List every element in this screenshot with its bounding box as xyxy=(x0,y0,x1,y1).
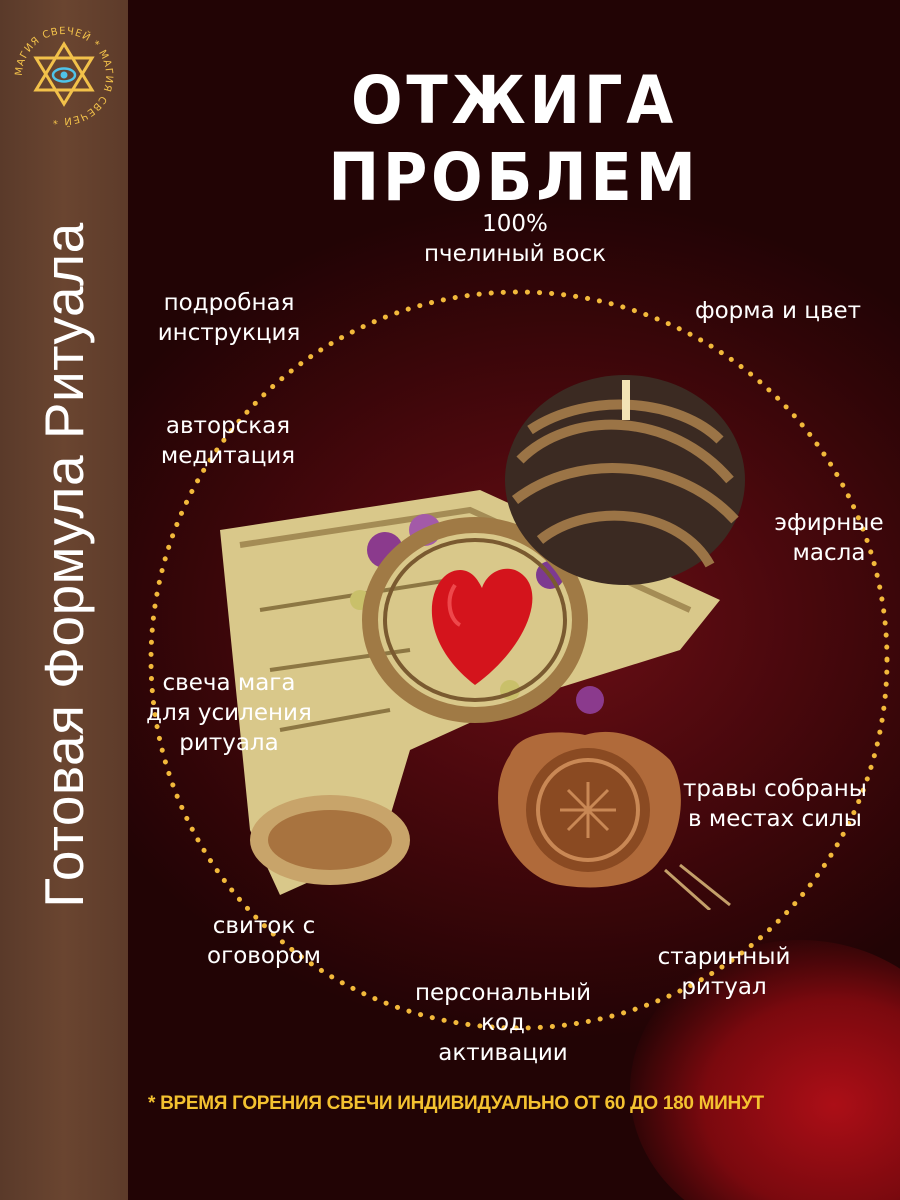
feature-scroll-line2: оговором xyxy=(207,943,321,969)
feature-beeswax-line2: пчелиный воск xyxy=(423,241,607,267)
feature-activation-code-line3: активации xyxy=(438,1040,568,1066)
feature-mage-candle-line3: ритуала xyxy=(179,730,279,756)
feature-form-color: форма и цвет xyxy=(695,296,861,326)
feature-mage-candle-line2: для усиления xyxy=(146,700,312,726)
feature-herbs-line2: в местах силы xyxy=(688,806,862,832)
star-of-david-eye-icon xyxy=(33,41,95,107)
feature-oils-line2: масла xyxy=(792,540,866,566)
logo-badge: МАГИЯ СВЕЧЕЙ * МАГИЯ СВЕЧЕЙ * xyxy=(14,26,113,128)
feature-mage-candle-line1: свеча мага xyxy=(162,670,296,696)
feature-beeswax: 100% пчелиный воск xyxy=(424,209,606,269)
feature-ancient-ritual-line2: ритуал xyxy=(681,974,767,1000)
feature-instruction-line1: подробная xyxy=(163,290,295,316)
feature-instruction-line2: инструкция xyxy=(157,320,301,346)
feature-activation-code: персональный код активации xyxy=(415,978,591,1068)
page-title: ОТЖИГА ПРОБЛЕМ xyxy=(328,62,700,216)
feature-herbs: травы собраны в местах силы xyxy=(683,774,867,834)
feature-activation-code-line1: персональный xyxy=(414,980,592,1006)
feature-meditation-line1: авторская xyxy=(165,413,291,439)
feature-herbs-line1: травы собраны xyxy=(683,776,867,802)
feature-meditation: авторская медитация xyxy=(161,411,295,471)
feature-oils-line1: эфирные xyxy=(774,510,884,536)
birch-bark-scroll xyxy=(220,490,720,895)
sidebar: МАГИЯ СВЕЧЕЙ * МАГИЯ СВЕЧЕЙ * Готовая Фо… xyxy=(0,0,128,1200)
dotted-circle xyxy=(148,289,890,1031)
burn-time-footnote: * ВРЕМЯ ГОРЕНИЯ СВЕЧИ ИНДИВИДУАЛЬНО ОТ 6… xyxy=(148,1093,764,1114)
feature-ancient-ritual: старинный ритуал xyxy=(658,942,791,1002)
feature-scroll: свиток с оговором xyxy=(207,911,321,971)
wax-seal xyxy=(498,731,731,910)
feature-oils: эфирные масла xyxy=(774,508,883,568)
feature-scroll-line1: свиток с xyxy=(212,913,316,939)
sidebar-title: Готовая Формула Ритуала xyxy=(33,222,95,908)
knot-candle xyxy=(505,375,745,585)
feature-form-color-line1: форма и цвет xyxy=(694,298,862,324)
feature-activation-code-line2: код xyxy=(481,1010,525,1036)
feature-mage-candle: свеча мага для усиления ритуала xyxy=(146,668,312,758)
feature-instruction: подробная инструкция xyxy=(158,288,301,348)
feature-meditation-line2: медитация xyxy=(160,443,296,469)
feature-ancient-ritual-line1: старинный xyxy=(657,944,791,970)
heart-candle xyxy=(431,568,533,685)
feature-beeswax-line1: 100% xyxy=(482,211,548,237)
candle-ritual-set-image xyxy=(220,375,745,910)
twine-nest xyxy=(362,517,588,723)
